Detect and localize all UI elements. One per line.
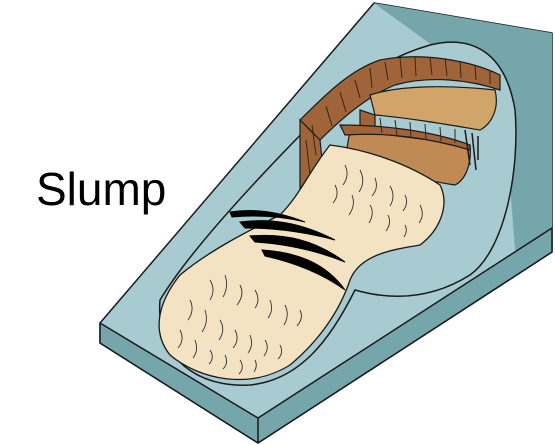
diagram-label: Slump — [36, 163, 166, 215]
